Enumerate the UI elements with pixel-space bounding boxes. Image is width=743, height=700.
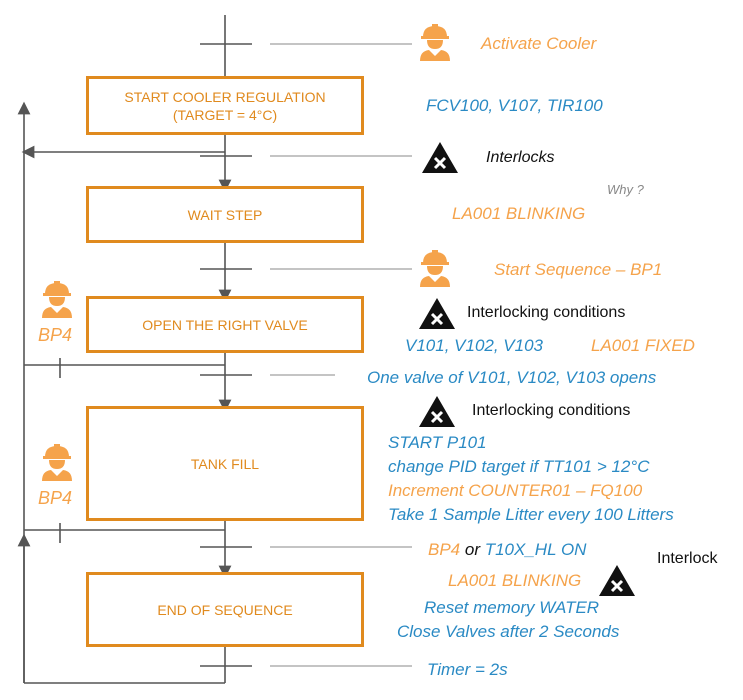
step-tank-fill: TANK FILL [86, 406, 364, 521]
or-word: or [460, 540, 485, 559]
change-pid-label: change PID target if TT101 > 12°C [388, 457, 650, 476]
step-label: TANK FILL [190, 455, 260, 472]
increment-counter-label: Increment COUNTER01 – FQ100 [388, 481, 643, 500]
start-sequence-label: Start Sequence – BP1 [494, 260, 663, 279]
step-label: OPEN THE RIGHT VALVE [142, 316, 308, 333]
step-wait: WAIT STEP [86, 186, 364, 243]
interlocking-conditions-label-2: Interlocking conditions [472, 402, 631, 419]
take-sample-label: Take 1 Sample Litter every 100 Litters [388, 505, 674, 524]
step-label: END OF SEQUENCE [157, 601, 293, 618]
activate-cooler-label: Activate Cooler [481, 34, 597, 53]
warning-triangle-icon [419, 396, 455, 427]
valve-opens-label: One valve of V101, V102, V103 opens [367, 368, 657, 387]
interlocking-conditions-label: Interlocking conditions [467, 304, 626, 321]
bp4-condition: BP4 [428, 540, 461, 559]
interlocks-label: Interlocks [486, 149, 555, 166]
la001-blinking-label-2: LA001 BLINKING [448, 571, 582, 590]
start-p101-label: START P101 [388, 433, 487, 452]
bp4-left-label-2: BP4 [38, 488, 73, 508]
warning-triangle-icon [599, 565, 635, 596]
timer-label: Timer = 2s [427, 660, 508, 679]
worker-hardhat-icon [42, 444, 72, 481]
la001-blinking-label: LA001 BLINKING [452, 204, 586, 223]
bp4-left-label: BP4 [38, 325, 73, 345]
close-valves-label: Close Valves after 2 Seconds [397, 622, 620, 641]
step-label: WAIT STEP [187, 206, 263, 223]
step-start-cooler-regulation: START COOLER REGULATION (TARGET = 4°C) [86, 76, 364, 135]
reset-memory-label: Reset memory WATER [424, 598, 600, 617]
valves-label: V101, V102, V103 [405, 336, 544, 355]
step-open-right-valve: OPEN THE RIGHT VALVE [86, 296, 364, 353]
step-label-target: (TARGET = 4°C) [172, 106, 278, 123]
step-label: START COOLER REGULATION [124, 88, 326, 105]
warning-triangle-icon [422, 142, 458, 173]
end-transition-label: BP4 or T10X_HL ON [428, 539, 586, 561]
cooler-action-label: FCV100, V107, TIR100 [426, 96, 603, 115]
la001-fixed-label: LA001 FIXED [591, 336, 695, 355]
interlock-label: Interlock [657, 550, 718, 567]
warning-triangle-icon [419, 298, 455, 329]
worker-hardhat-icon [420, 250, 450, 287]
step-end-of-sequence: END OF SEQUENCE [86, 572, 364, 647]
why-label: Why ? [607, 182, 644, 197]
worker-hardhat-icon [420, 24, 450, 61]
worker-hardhat-icon [42, 281, 72, 318]
t10x-condition: T10X_HL ON [484, 540, 587, 559]
